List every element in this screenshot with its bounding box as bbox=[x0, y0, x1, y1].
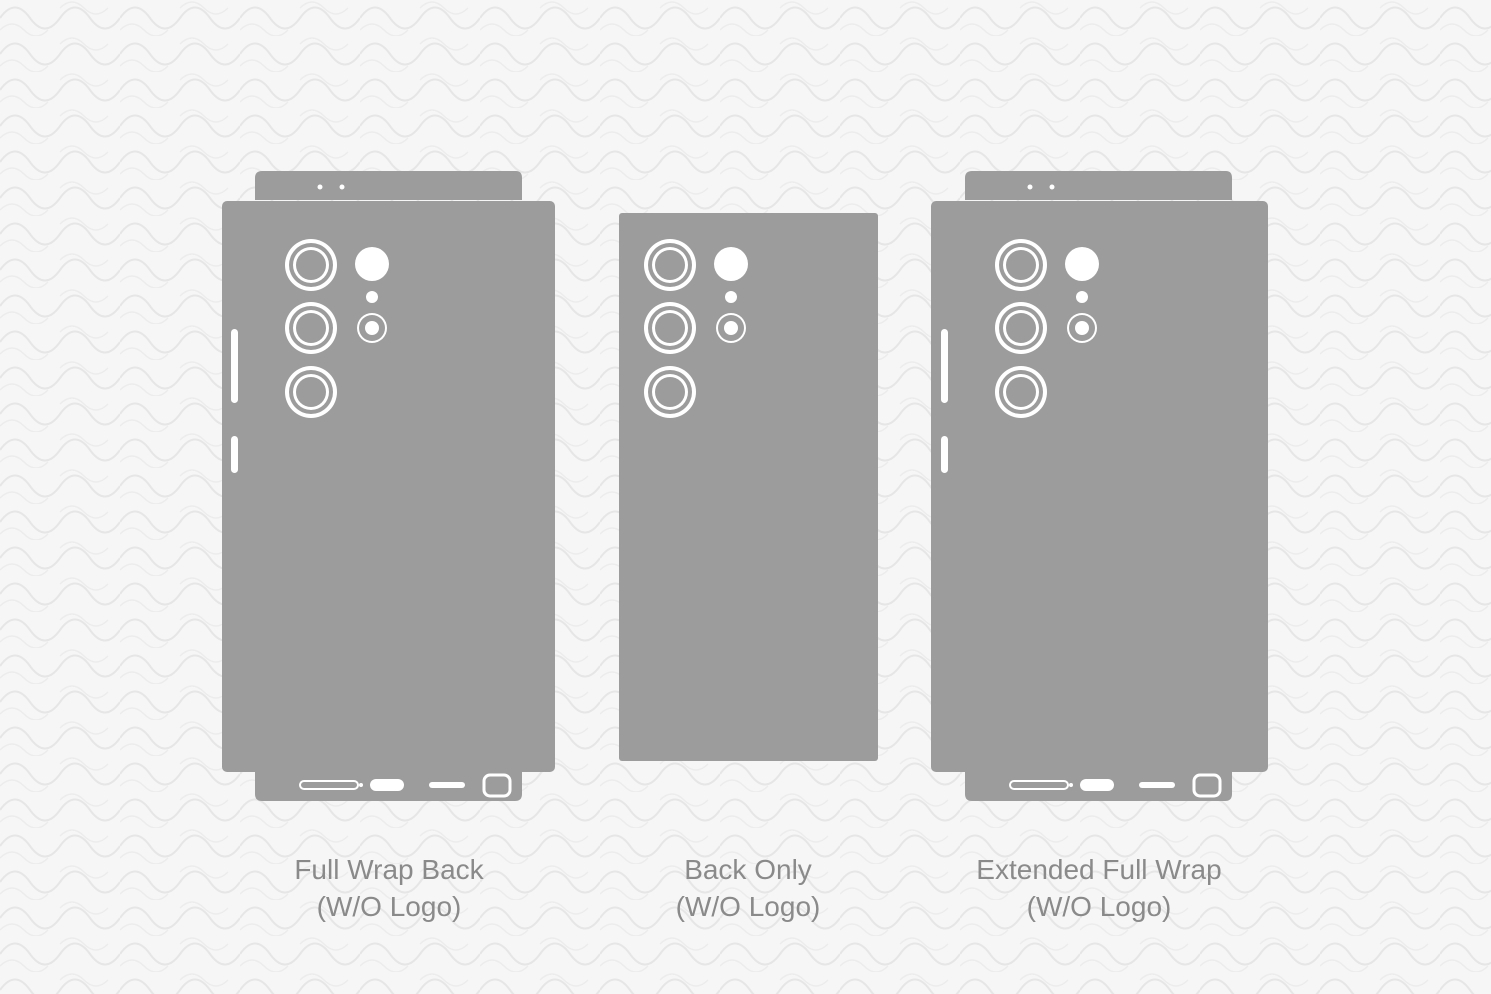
top-flap bbox=[965, 171, 1232, 200]
camera-lens-icon bbox=[644, 239, 696, 291]
volume-button-cutout bbox=[941, 329, 948, 403]
sensor-icon bbox=[1076, 291, 1088, 303]
camera-lens-icon bbox=[995, 302, 1047, 354]
usb-port-cutout bbox=[1080, 779, 1114, 791]
template-back-only bbox=[619, 213, 878, 761]
back-panel bbox=[931, 201, 1268, 772]
caption-title: Full Wrap Back bbox=[294, 854, 484, 885]
s-pen-cutout bbox=[1192, 773, 1222, 798]
camera-lens-icon bbox=[995, 239, 1047, 291]
power-button-cutout bbox=[231, 436, 238, 473]
s-pen-cutout bbox=[482, 773, 512, 798]
laser-af-icon bbox=[357, 313, 387, 343]
caption-title: Extended Full Wrap bbox=[976, 854, 1222, 885]
sensor-icon bbox=[725, 291, 737, 303]
camera-lens-icon bbox=[995, 366, 1047, 418]
camera-lens-icon bbox=[285, 366, 337, 418]
sim-tray-cutout bbox=[1009, 780, 1069, 790]
sim-pin-icon bbox=[1069, 783, 1073, 787]
back-panel bbox=[222, 201, 555, 772]
caption-subtitle: (W/O Logo) bbox=[316, 891, 462, 922]
caption-subtitle: (W/O Logo) bbox=[675, 891, 821, 922]
camera-lens-icon bbox=[285, 239, 337, 291]
mic-hole-icon bbox=[1049, 184, 1055, 190]
volume-button-cutout bbox=[231, 329, 238, 403]
camera-lens-icon bbox=[285, 302, 337, 354]
template-full-wrap-back bbox=[222, 171, 555, 801]
top-flap bbox=[255, 171, 522, 200]
flash-icon bbox=[355, 247, 389, 281]
speaker-cutout bbox=[429, 782, 465, 788]
power-button-cutout bbox=[941, 436, 948, 473]
sensor-icon bbox=[366, 291, 378, 303]
template-extended-full-wrap bbox=[931, 171, 1268, 801]
camera-lens-icon bbox=[644, 302, 696, 354]
speaker-cutout bbox=[1139, 782, 1175, 788]
camera-lens-icon bbox=[644, 366, 696, 418]
flash-icon bbox=[1065, 247, 1099, 281]
caption-full-wrap-back: Full Wrap Back (W/O Logo) bbox=[209, 851, 569, 925]
sim-tray-cutout bbox=[299, 780, 359, 790]
mic-hole-icon bbox=[317, 184, 323, 190]
sim-pin-icon bbox=[359, 783, 363, 787]
caption-extended-full-wrap: Extended Full Wrap (W/O Logo) bbox=[919, 851, 1279, 925]
back-panel bbox=[619, 213, 878, 761]
usb-port-cutout bbox=[370, 779, 404, 791]
caption-subtitle: (W/O Logo) bbox=[1026, 891, 1172, 922]
caption-back-only: Back Only (W/O Logo) bbox=[568, 851, 928, 925]
caption-title: Back Only bbox=[684, 854, 812, 885]
laser-af-icon bbox=[1067, 313, 1097, 343]
laser-af-icon bbox=[716, 313, 746, 343]
mic-hole-icon bbox=[339, 184, 345, 190]
mic-hole-icon bbox=[1027, 184, 1033, 190]
flash-icon bbox=[714, 247, 748, 281]
